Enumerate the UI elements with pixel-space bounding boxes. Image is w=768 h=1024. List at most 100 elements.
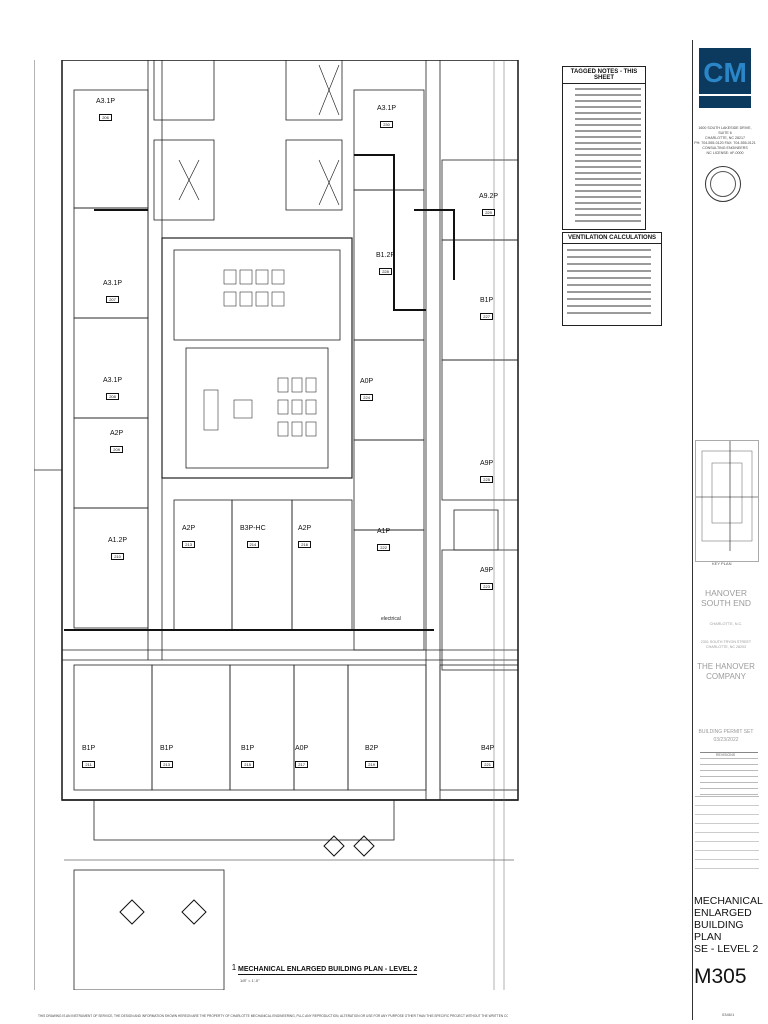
permit-date: 03/23/2022 (713, 737, 739, 743)
revisions-table (700, 752, 758, 795)
unit-number: 210 (111, 553, 124, 560)
unit-number: 206 (99, 114, 112, 121)
unit-type: A1.2P (108, 537, 128, 544)
firm-address: 1600 SOUTH LAKESIDE DRIVE, SUITE 6 CHARL… (694, 126, 756, 155)
tagged-notes-title: TAGGED NOTES - THIS SHEET (563, 67, 645, 84)
sheet-title-line2: ENLARGED (694, 907, 752, 919)
unit-number: 224 (360, 394, 373, 401)
project-name: HANOVER SOUTH END (693, 588, 759, 608)
permit-set: BUILDING PERMIT SET (698, 729, 754, 735)
unit-type: B1P (160, 745, 174, 752)
unit-type: A2P (182, 525, 196, 532)
client-name: THE HANOVER COMPANY (693, 662, 759, 682)
unit-label: A3.1P 207 (103, 280, 122, 306)
unit-label: A2P 216 (298, 525, 311, 551)
sheet-title-line3: BUILDING PLAN (694, 919, 744, 943)
unit-number: 219 (365, 761, 378, 768)
unit-number: 221 (481, 761, 494, 768)
tagged-notes-box: TAGGED NOTES - THIS SHEET (562, 66, 646, 230)
unit-label: A0P 224 (360, 378, 373, 404)
unit-type: A0P (295, 745, 309, 752)
unit-type: A2P (298, 525, 312, 532)
firm-name: ENGINEERING (703, 109, 746, 115)
unit-number: 216 (298, 541, 311, 548)
unit-type: B1P (241, 745, 255, 752)
unit-label: B4P 221 (481, 745, 494, 771)
project-city: CHARLOTTE, N.C. (709, 622, 743, 626)
unit-type: A9P (480, 567, 494, 574)
unit-label: A9P 223 (480, 567, 493, 593)
drawing-scale: 1/8" = 1'-0" (240, 978, 260, 983)
sheet-title-line1: MECHANICAL (694, 895, 763, 907)
electrical-room-label: electrical (381, 616, 401, 622)
unit-type: B4P (481, 745, 495, 752)
unit-type: A0P (360, 378, 374, 385)
unit-label: A9.2P 229 (479, 193, 498, 219)
unit-label: B1.2P 228 (376, 252, 395, 278)
unit-type: A3.1P (377, 105, 397, 112)
unit-number: 223 (480, 583, 493, 590)
unit-number: 228 (379, 268, 392, 275)
unit-number: 209 (110, 446, 123, 453)
ventilation-calculations-box: VENTILATION CALCULATIONS (562, 232, 662, 326)
unit-type: A2P (110, 430, 124, 437)
unit-type: B3P-HC (240, 525, 266, 532)
unit-label: B3P-HC 214 (240, 525, 266, 551)
unit-type: A3.1P (96, 98, 116, 105)
unit-label: A2P 213 (182, 525, 195, 551)
disclaimer-text: THIS DRAWING IS AN INSTRUMENT OF SERVICE… (38, 1014, 508, 1018)
sheet-number: M305 (694, 965, 747, 988)
revisions-label: REVISIONS (716, 753, 736, 757)
unit-label: B1P 215 (241, 745, 254, 771)
unit-label: A0P 217 (295, 745, 308, 771)
unit-number: 211 (82, 761, 95, 768)
unit-label: A3.1P 206 (96, 98, 115, 124)
unit-label: B2P 219 (365, 745, 378, 771)
engineer-seal-icon (705, 166, 741, 202)
floor-plan (34, 60, 519, 990)
unit-number: 207 (106, 296, 119, 303)
project-name-line2: SOUTH END (700, 598, 752, 608)
key-plan-icon (695, 440, 759, 562)
revisions-grid (695, 796, 759, 882)
key-plan-label: KEY PLAN (712, 561, 732, 566)
unit-type: B1P (480, 297, 494, 304)
firm-logo-icon: CM (699, 48, 751, 108)
project-name-line1: HANOVER (704, 588, 748, 598)
unit-type: A3.1P (103, 377, 123, 384)
unit-number: 225 (480, 476, 493, 483)
page-number: 0346/1 (722, 1012, 735, 1017)
unit-label: A9P 225 (480, 460, 493, 486)
unit-number: 229 (482, 209, 495, 216)
svg-text:CM: CM (703, 57, 747, 88)
unit-type: B1.2P (376, 252, 396, 259)
unit-type: B2P (365, 745, 379, 752)
unit-number: 208 (106, 393, 119, 400)
unit-label: A2P 209 (110, 430, 123, 456)
unit-type: A9.2P (479, 193, 499, 200)
unit-type: A3.1P (103, 280, 123, 287)
permit-info: BUILDING PERMIT SET 03/23/2022 (693, 728, 759, 744)
unit-label: A1.2P 210 (108, 537, 127, 563)
unit-label: A1P 222 (377, 528, 390, 554)
ventilation-title: VENTILATION CALCULATIONS (563, 233, 661, 244)
drawing-title: MECHANICAL ENLARGED BUILDING PLAN - LEVE… (238, 966, 418, 975)
sheet-title: MECHANICAL ENLARGED BUILDING PLAN SE - L… (694, 895, 763, 955)
unit-type: A9P (480, 460, 494, 467)
unit-number: 213 (182, 541, 195, 548)
unit-label: B1P 213 (160, 745, 173, 771)
unit-number: 217 (295, 761, 308, 768)
unit-number: 213 (160, 761, 173, 768)
project-address: 2301 SOUTH TRYON STREET CHARLOTTE, NC 28… (700, 640, 752, 649)
client-line2: COMPANY (706, 672, 746, 681)
unit-number: 215 (241, 761, 254, 768)
unit-type: A1P (377, 528, 391, 535)
drawing-number: 1 (231, 963, 237, 972)
unit-number: 222 (377, 544, 390, 551)
unit-number: 214 (246, 541, 260, 548)
sheet-title-line4: SE - LEVEL 2 (694, 943, 759, 955)
client-line1: THE HANOVER (697, 662, 755, 671)
